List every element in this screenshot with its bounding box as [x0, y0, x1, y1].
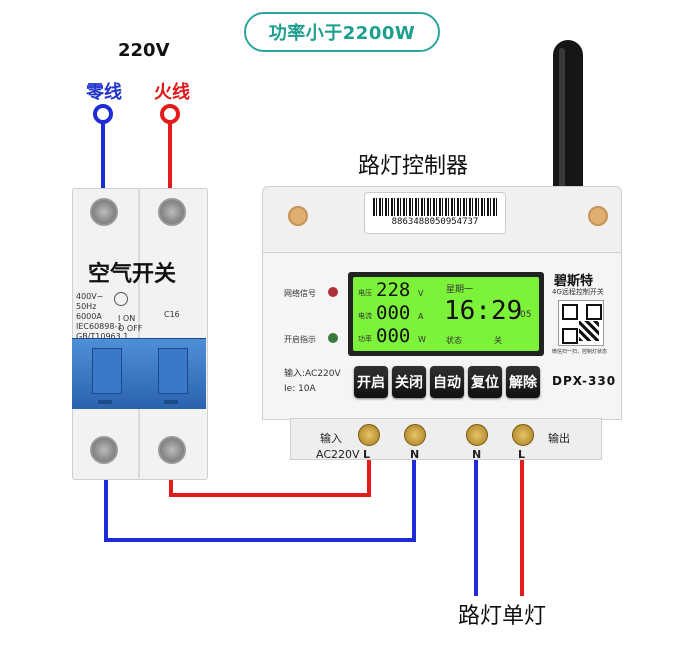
breaker-label: 空气开关	[88, 262, 177, 287]
controller-title: 路灯控制器	[358, 154, 469, 179]
lcd-voltage-unit: V	[418, 289, 424, 298]
pin-label-input-l: L	[363, 448, 371, 461]
mount-hole-left	[288, 206, 308, 226]
terminal-block	[290, 418, 602, 460]
on-button[interactable]: 开启	[354, 366, 388, 398]
terminal-screw-output-n	[466, 424, 488, 446]
streetlight-label: 路灯单灯	[458, 604, 547, 629]
neutral-wire-to-controller	[104, 440, 416, 542]
lcd-screen: 电压 228 V 电流 000 A 功率 000 W 星期一 16:29 05 …	[348, 272, 544, 356]
lcd-status-tag: 状态	[446, 336, 462, 345]
input-spec: 输入:AC220V	[284, 369, 341, 379]
breaker-on-off: I ON O OFF	[118, 314, 143, 333]
input-voltage-label: AC220V	[316, 448, 360, 461]
release-button[interactable]: 解除	[506, 366, 540, 398]
lcd-power-tag: 功率	[358, 335, 372, 343]
live-supply-terminal	[160, 104, 180, 196]
pin-label-output-n: N	[472, 448, 482, 461]
mount-hole-right	[588, 206, 608, 226]
input-label: 输入	[320, 432, 342, 445]
lcd-current-unit: A	[418, 312, 424, 321]
air-breaker: 400V~ 50Hz 6000A IEC60898-1 GB/T10963.1 …	[72, 188, 208, 480]
brand-subtitle: 4G远程控制开关	[552, 288, 604, 296]
breaker-screw-top-left	[90, 198, 118, 226]
lcd-voltage-tag: 电压	[358, 289, 372, 297]
network-signal-label: 网络信号	[284, 289, 316, 298]
qr-code-icon[interactable]	[558, 300, 604, 346]
breaker-rating: C16	[164, 310, 180, 319]
brand-name: 碧斯特	[554, 274, 594, 289]
lcd-current-tag: 电流	[358, 312, 372, 320]
live-wire-label: 火线	[154, 82, 190, 103]
qr-caption: 微信扫一扫，控制灯状态	[552, 349, 608, 355]
breaker-screw-bottom-left	[90, 436, 118, 464]
terminal-screw-input-l	[358, 424, 380, 446]
terminal-screw-input-n	[404, 424, 426, 446]
power-limit-badge: 功率小于2200W	[244, 12, 440, 52]
neutral-wire-label: 零线	[86, 82, 122, 103]
auto-button[interactable]: 自动	[430, 366, 464, 398]
supply-voltage-label: 220V	[118, 40, 170, 61]
breaker-spec: 400V~ 50Hz 6000A IEC60898-1 GB/T10963.1	[76, 292, 129, 341]
pin-label-input-n: N	[410, 448, 420, 461]
streetlight-controller: 8863488050954737 网络信号 开启指示 输入:AC220V Ie:…	[262, 186, 622, 460]
output-label: 输出	[548, 432, 570, 445]
lcd-seconds: 05	[520, 310, 532, 320]
barcode-number: 8863488050954737	[391, 217, 479, 227]
off-button[interactable]: 关闭	[392, 366, 426, 398]
breaker-screw-bottom-right	[158, 436, 186, 464]
breaker-screw-top-right	[158, 198, 186, 226]
lcd-status: 关	[494, 336, 502, 345]
network-signal-led	[328, 287, 338, 297]
current-spec: Ie: 10A	[284, 384, 316, 394]
barcode-icon	[373, 198, 497, 216]
pin-label-output-l: L	[518, 448, 526, 461]
status-indicator-label: 开启指示	[284, 335, 316, 344]
certification-mark-icon	[114, 292, 128, 306]
lcd-current: 000	[376, 302, 411, 324]
lcd-voltage: 228	[376, 279, 411, 301]
neutral-supply-terminal	[93, 104, 113, 196]
barcode-label: 8863488050954737	[364, 192, 506, 234]
lcd-time: 16:29	[444, 296, 523, 326]
model-number: DPX-330	[552, 374, 617, 388]
reset-button[interactable]: 复位	[468, 366, 502, 398]
lcd-power-unit: W	[418, 335, 426, 344]
terminal-screw-output-l	[512, 424, 534, 446]
lcd-power: 000	[376, 325, 411, 347]
status-indicator-led	[328, 333, 338, 343]
lcd-weekday: 星期一	[446, 285, 474, 295]
